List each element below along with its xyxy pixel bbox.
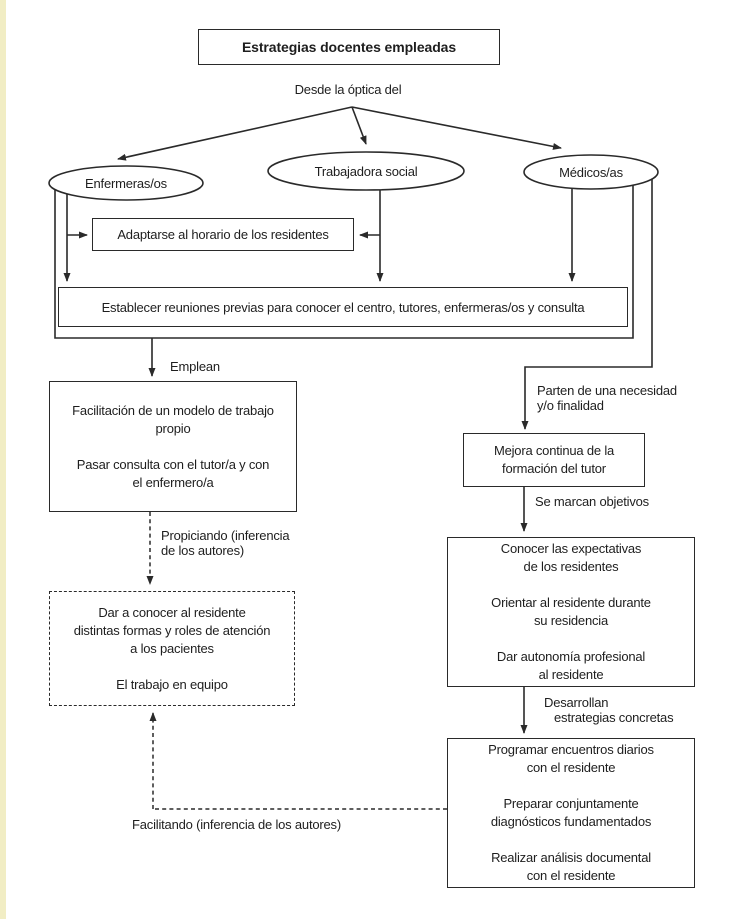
programar-text: Programar encuentros diarios con el resi… xyxy=(488,742,654,883)
role-drop-arrows xyxy=(63,187,576,282)
parten-label: Parten de una necesidad y/o finalidad xyxy=(537,383,677,413)
facilitation-box: Facilitación de un modelo de trabajo pro… xyxy=(49,381,297,512)
social-worker-ellipse xyxy=(267,151,465,191)
propiciando-label: Propiciando (inferencia de los autores) xyxy=(161,528,290,558)
mejora-box: Mejora continua de la formación del tuto… xyxy=(463,433,645,487)
dar-conocer-dashed-box: Dar a conocer al residente distintas for… xyxy=(49,591,295,706)
adapt-schedule-text: Adaptarse al horario de los residentes xyxy=(117,227,329,242)
adapt-schedule-box: Adaptarse al horario de los residentes xyxy=(92,218,354,251)
doctors-to-mejora-connector xyxy=(521,176,653,430)
facilitando-dashed-feedback xyxy=(149,712,447,810)
objetivos-label: Se marcan objetivos xyxy=(535,494,649,509)
social-worker-label: Trabajadora social xyxy=(314,163,418,179)
meetings-box: Establecer reuniones previas para conoce… xyxy=(58,287,628,327)
enclosure-outline xyxy=(54,183,634,339)
emplean-label: Emplean xyxy=(170,359,220,374)
dar-conocer-text: Dar a conocer al residente distintas for… xyxy=(73,604,271,692)
programar-box: Programar encuentros diarios con el resi… xyxy=(447,738,695,888)
nurses-label: Enfermeras/os xyxy=(85,175,167,191)
role-ellipses xyxy=(48,151,659,201)
diagram-title: Estrategias docentes empleadas xyxy=(241,39,457,55)
title-box: Estrategias docentes empleadas xyxy=(198,29,500,65)
doctors-ellipse xyxy=(523,154,659,190)
nurses-ellipse xyxy=(48,165,204,201)
mejora-text: Mejora continua de la formación del tuto… xyxy=(493,443,615,476)
page-edge-strip xyxy=(0,0,6,919)
meetings-text: Establecer reuniones previas para conoce… xyxy=(101,299,585,315)
perspective-label: Desde la óptica del xyxy=(294,82,402,97)
conocer-box: Conocer las expectativas de los resident… xyxy=(447,537,695,687)
facilitando-label: Facilitando (inferencia de los autores) xyxy=(132,817,341,832)
facilitation-text: Facilitación de un modelo de trabajo pro… xyxy=(72,402,274,490)
doctors-label: Médicos/as xyxy=(559,164,623,180)
perspective-branch-arrows xyxy=(117,106,562,161)
conocer-text: Conocer las expectativas de los resident… xyxy=(491,541,651,682)
desarrollan-label: Desarrollan estrategias concretas xyxy=(544,695,674,725)
